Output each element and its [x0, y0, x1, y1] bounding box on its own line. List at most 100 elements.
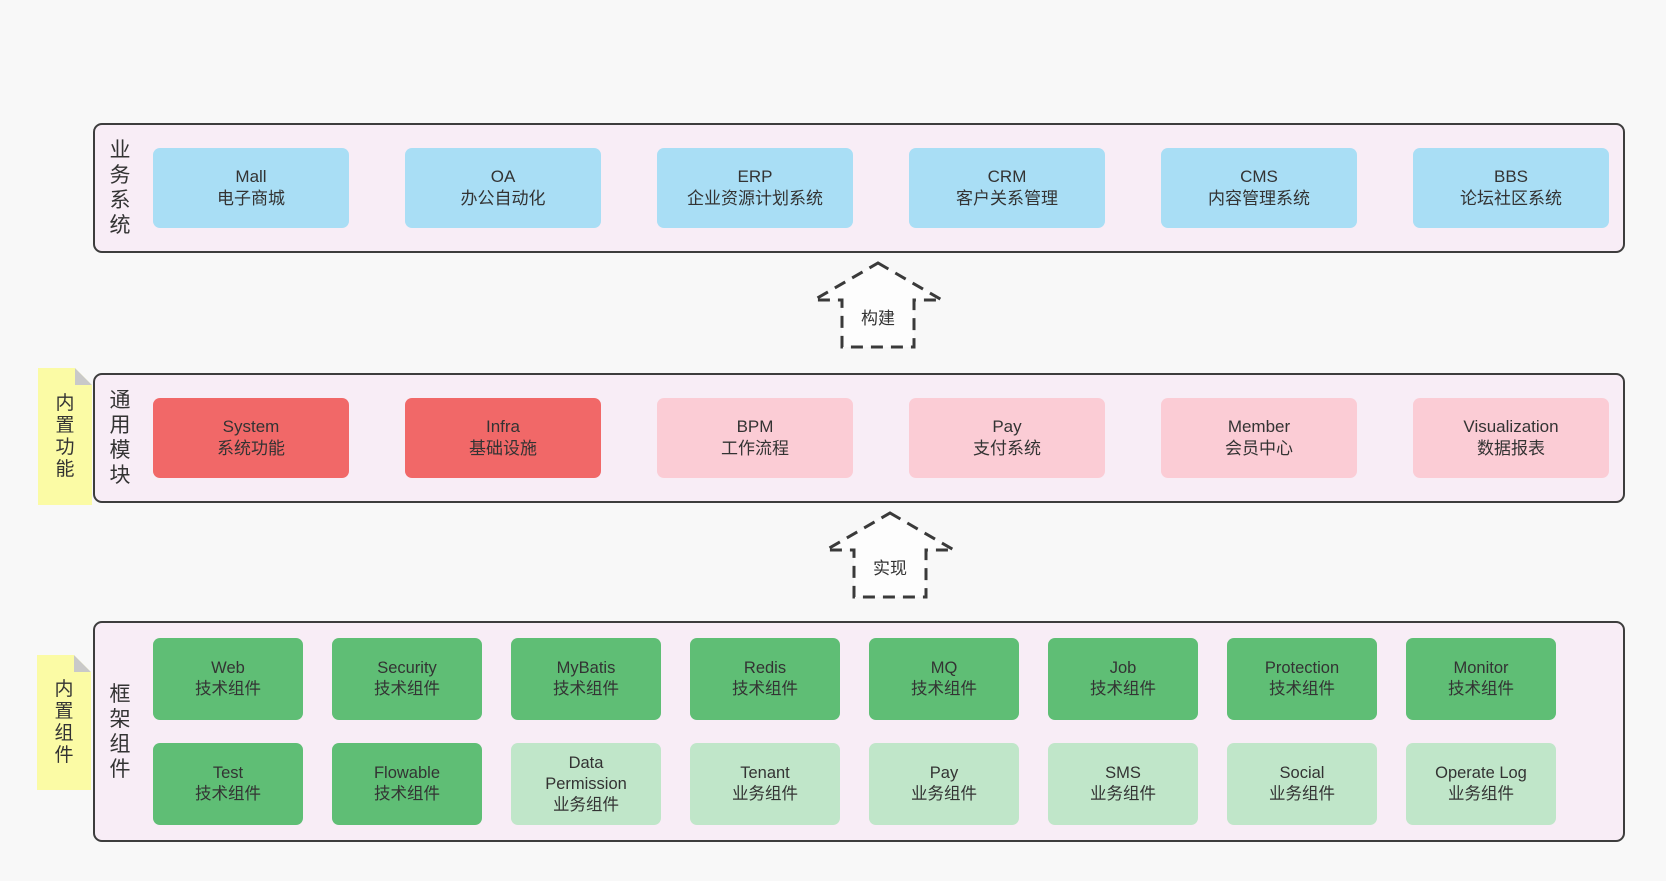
section-side-label-modules: 通 用 模 块 — [109, 389, 131, 487]
box-subtitle: 业务组件 — [732, 785, 798, 803]
box-protection: Protection 技术组件 — [1227, 638, 1377, 720]
sticky-note-builtin-features: 内 置 功 能 — [38, 368, 92, 505]
box-sms: SMS 业务组件 — [1048, 743, 1198, 825]
box-data-permission: Data Permission 业务组件 — [511, 743, 661, 825]
box-job: Job 技术组件 — [1048, 638, 1198, 720]
box-title: Flowable — [373, 764, 441, 782]
arrow-implement: 实现 — [820, 510, 960, 600]
box-title: Data Permission — [545, 753, 627, 793]
arrow-label-implement: 实现 — [873, 559, 907, 578]
box-subtitle: 技术组件 — [911, 680, 977, 698]
box-web: Web 技术组件 — [153, 638, 303, 720]
box-social: Social 业务组件 — [1227, 743, 1377, 825]
up-arrow-shape — [820, 511, 960, 599]
box-pay: Pay 支付系统 — [909, 398, 1105, 478]
section-side-label-business: 业 务 系 统 — [109, 139, 131, 237]
box-subtitle: 系统功能 — [217, 439, 285, 458]
box-subtitle: 内容管理系统 — [1208, 189, 1310, 208]
box-title: Monitor — [1453, 659, 1509, 677]
box-title: Social — [1279, 764, 1325, 782]
arrow-label-build: 构建 — [861, 309, 895, 328]
box-title: Test — [212, 764, 244, 782]
box-title: OA — [490, 167, 516, 186]
box-row: Mall 电子商城 OA 办公自动化 ERP 企业资源计划系统 CRM 客户关系管理 CMS 内容… — [153, 148, 1609, 228]
box-title: Pay — [992, 417, 1022, 436]
box-subtitle: 办公自动化 — [460, 189, 546, 208]
box-tenant: Tenant 业务组件 — [690, 743, 840, 825]
box-subtitle: 技术组件 — [1090, 680, 1156, 698]
box-subtitle: 工作流程 — [721, 439, 789, 458]
box-subtitle: 技术组件 — [374, 680, 440, 698]
box-title: Web — [211, 659, 245, 677]
box-system: System 系统功能 — [153, 398, 349, 478]
box-title: System — [222, 417, 280, 436]
box-title: Job — [1109, 659, 1137, 677]
sticky-fold-corner — [75, 368, 92, 385]
box-mall: Mall 电子商城 — [153, 148, 349, 228]
box-title: Visualization — [1463, 417, 1559, 436]
box-title: Member — [1227, 417, 1291, 436]
box-member: Member 会员中心 — [1161, 398, 1357, 478]
box-subtitle: 客户关系管理 — [956, 189, 1058, 208]
box-title: Redis — [743, 659, 787, 677]
box-subtitle: 技术组件 — [195, 785, 261, 803]
box-title: Operate Log — [1435, 764, 1527, 782]
box-subtitle: 技术组件 — [374, 785, 440, 803]
box-mybatis: MyBatis 技术组件 — [511, 638, 661, 720]
box-security: Security 技术组件 — [332, 638, 482, 720]
box-title: Tenant — [740, 764, 790, 782]
box-title: SMS — [1105, 764, 1141, 782]
box-title: ERP — [737, 167, 773, 186]
box-visualization: Visualization 数据报表 — [1413, 398, 1609, 478]
box-subtitle: 支付系统 — [973, 439, 1041, 458]
box-subtitle: 电子商城 — [217, 189, 285, 208]
box-subtitle: 数据报表 — [1477, 439, 1545, 458]
box-subtitle: 企业资源计划系统 — [687, 189, 823, 208]
box-title: MyBatis — [556, 659, 616, 677]
box-title: CMS — [1240, 167, 1278, 186]
box-oa: OA 办公自动化 — [405, 148, 601, 228]
arrow-build: 构建 — [808, 260, 948, 350]
box-title: Security — [377, 659, 437, 677]
box-title: Mall — [235, 167, 267, 186]
box-crm: CRM 客户关系管理 — [909, 148, 1105, 228]
sticky-fold-corner — [74, 655, 91, 672]
box-subtitle: 技术组件 — [195, 680, 261, 698]
box-test: Test 技术组件 — [153, 743, 303, 825]
sticky-label-builtin-components: 内 置 组 件 — [54, 678, 74, 766]
box-subtitle: 业务组件 — [1090, 785, 1156, 803]
box-redis: Redis 技术组件 — [690, 638, 840, 720]
box-subtitle: 业务组件 — [553, 795, 619, 814]
box-flowable: Flowable 技术组件 — [332, 743, 482, 825]
box-subtitle: 论坛社区系统 — [1460, 189, 1562, 208]
box-title: BBS — [1493, 167, 1529, 186]
sticky-note-builtin-components: 内 置 组 件 — [37, 655, 91, 790]
box-title: CRM — [987, 167, 1027, 186]
box-subtitle: 业务组件 — [911, 785, 977, 803]
box-subtitle: 技术组件 — [1269, 680, 1335, 698]
box-title: Protection — [1264, 659, 1340, 677]
box-cms: CMS 内容管理系统 — [1161, 148, 1357, 228]
box-title: Pay — [929, 764, 959, 782]
box-subtitle: 业务组件 — [1269, 785, 1335, 803]
box-bbs: BBS 论坛社区系统 — [1413, 148, 1609, 228]
up-arrow-shape — [808, 261, 948, 349]
box-subtitle: 技术组件 — [732, 680, 798, 698]
section-business-systems: 业 务 系 统 Mall 电子商城 OA 办公自动化 ERP 企业资源计划系统 CRM 客户关… — [93, 123, 1625, 253]
box-subtitle: 技术组件 — [553, 680, 619, 698]
box-subtitle: 会员中心 — [1225, 439, 1293, 458]
box-erp: ERP 企业资源计划系统 — [657, 148, 853, 228]
box-pay: Pay 业务组件 — [869, 743, 1019, 825]
section-side-label-components: 框 架 组 件 — [109, 682, 131, 781]
